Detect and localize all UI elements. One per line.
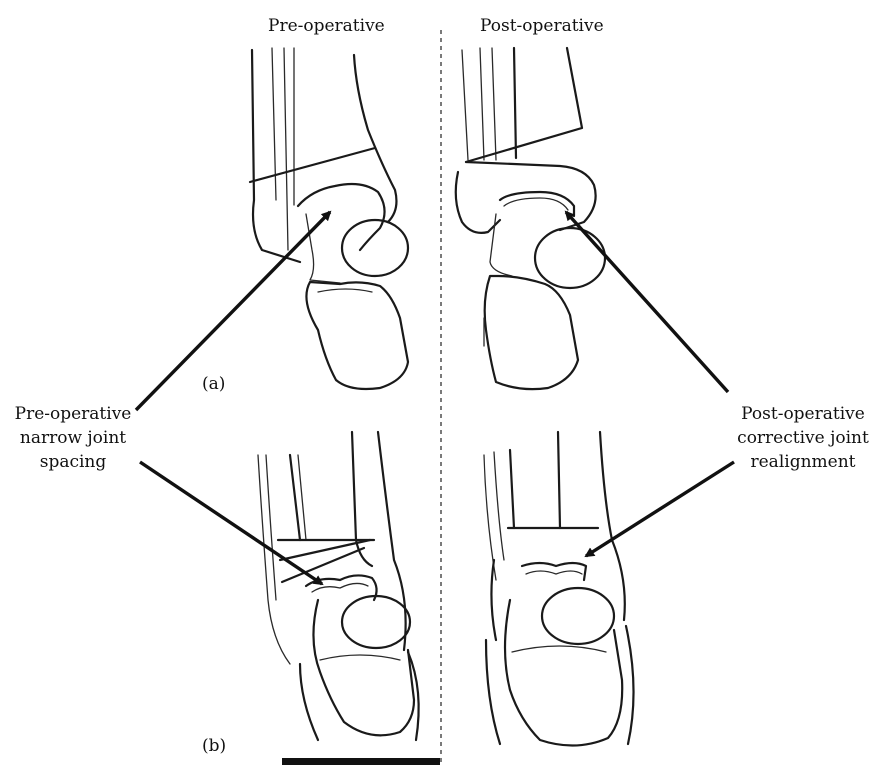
heading-pre-operative: Pre-operative: [268, 14, 385, 38]
post-op-arrow-a: [566, 212, 728, 392]
callout-pre-operative: Pre-operative narrow joint spacing: [8, 402, 138, 474]
pre-op-ap-ankle: [258, 432, 440, 765]
heading-post-operative: Post-operative: [480, 14, 604, 38]
post-op-ap-ankle: [484, 432, 634, 746]
panel-label-a: (a): [202, 372, 225, 396]
pre-op-arrow-a: [136, 212, 330, 410]
pre-op-lateral-ankle: [250, 48, 408, 389]
panel-label-b: (b): [202, 734, 226, 758]
post-op-lateral-ankle: [456, 48, 605, 389]
pre-op-arrow-b: [140, 462, 322, 584]
callout-post-operative: Post-operative corrective joint realignm…: [728, 402, 878, 474]
floor-bar: [282, 758, 440, 765]
post-op-arrow-b: [586, 462, 734, 556]
